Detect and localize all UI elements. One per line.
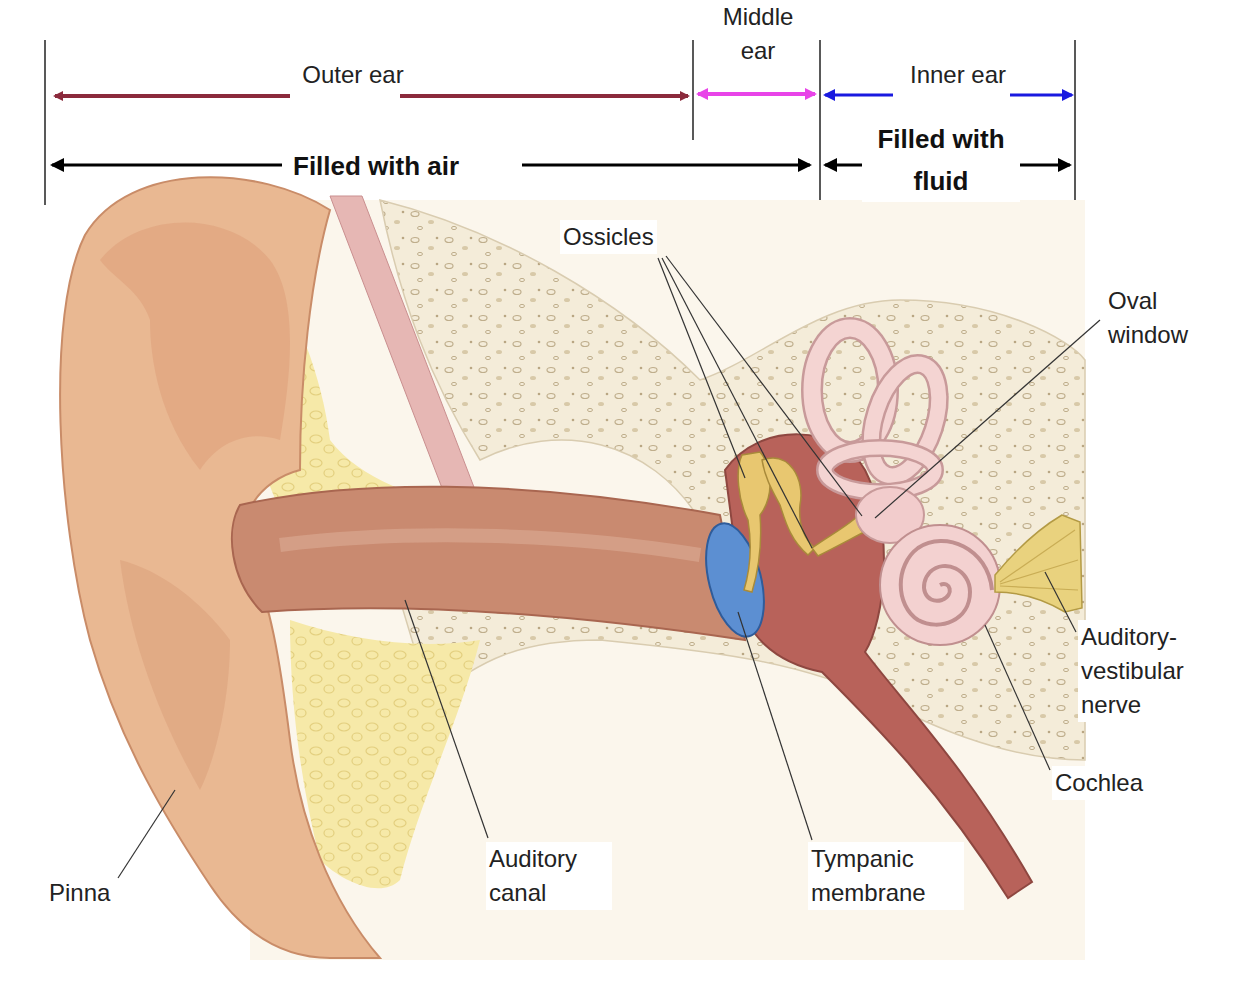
part-label: Auditory canal	[486, 842, 612, 910]
leader-lines	[118, 256, 1100, 878]
part-label: Cochlea	[1052, 766, 1146, 800]
part-label: Pinna	[46, 876, 113, 910]
region-label: Middle ear	[700, 0, 816, 68]
region-label: Inner ear	[900, 58, 1016, 92]
medium-label: Filled with fluid	[862, 118, 1020, 202]
part-label: Oval window	[1105, 284, 1221, 352]
part-label: Auditory-vestibular nerve	[1078, 620, 1216, 722]
ear-anatomy	[60, 177, 1085, 960]
part-label: Ossicles	[560, 220, 657, 254]
medium-label: Filled with air	[290, 145, 462, 187]
region-label: Outer ear	[295, 58, 411, 92]
part-label: Tympanic membrane	[808, 842, 964, 910]
